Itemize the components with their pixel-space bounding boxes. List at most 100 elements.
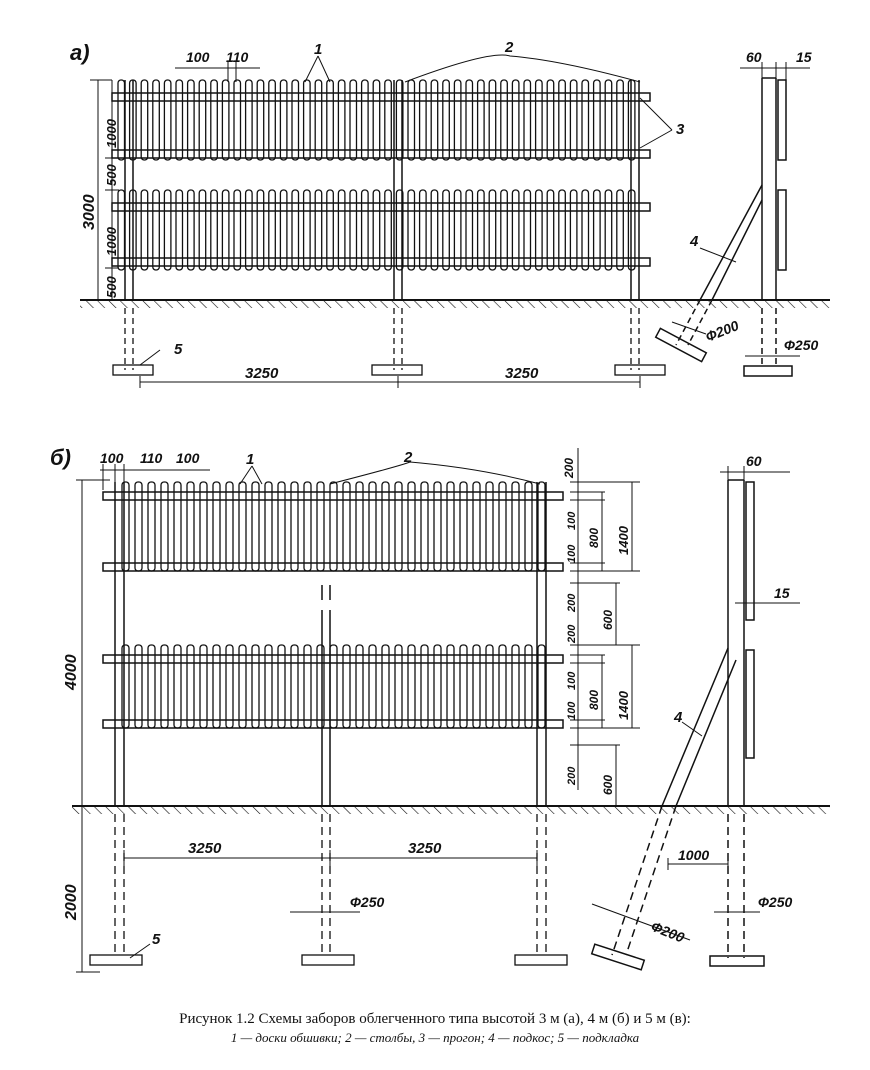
picket-board [407,644,416,729]
picket-board [186,481,195,572]
picket-board [244,189,253,271]
panel-a-dimensions [90,62,810,388]
picket-board [433,481,442,572]
picket-board [140,79,149,161]
b-dim-2000: 2000 [63,884,80,921]
picket-board [523,79,532,161]
b-dim-top-1: 100 [100,450,124,466]
picket-board [349,189,358,271]
picket-board [186,644,195,729]
a-dim-post-w: 60 [746,49,762,65]
picket-board [511,644,520,729]
picket-board [407,189,416,271]
panel-b-dimensions [76,448,800,973]
picket-board [420,481,429,572]
picket-board [290,481,299,572]
picket-board [488,189,497,271]
picket-board [442,189,450,271]
panel-a-boards [117,79,636,271]
b-span-2: 3250 [408,840,442,857]
panel-b-posts [114,482,547,806]
picket-board [384,79,392,161]
ground-hatch-b [72,806,830,814]
picket-board [534,189,543,271]
picket-board [500,189,508,271]
picket-board [212,644,221,729]
a-dim-top-2: 110 [226,49,249,65]
picket-board [355,644,364,729]
b-dim-1400-1: 1400 [616,525,631,555]
a-diam-post: Ф250 [784,337,819,353]
picket-board [418,79,427,161]
a-callout-3: 3 [676,121,685,138]
picket-board [472,644,481,729]
picket-board [407,79,416,161]
a-span-1: 3250 [245,365,279,382]
ground-hatch-a [80,300,830,308]
picket-board [381,481,390,572]
picket-board [210,79,218,161]
picket-board [342,644,351,729]
b-dim-top-2: 110 [140,450,163,466]
b-callout-5: 5 [152,931,161,948]
picket-board [175,79,184,161]
picket-board [384,189,392,271]
b-dim-post-w: 60 [746,453,762,469]
picket-board [394,481,403,572]
picket-board [279,189,288,271]
b-dim-600-bot: 600 [601,775,615,795]
panel-b-leaders [129,461,703,959]
picket-board [199,644,208,729]
b-dim-100-3: 100 [566,671,578,690]
picket-board [442,79,450,161]
picket-board [175,189,184,271]
picket-board [160,481,169,572]
picket-board [500,79,508,161]
picket-board [238,644,247,729]
a-dim-3000: 3000 [81,194,98,230]
picket-board [453,79,462,161]
b-dim-4000: 4000 [63,654,80,691]
picket-board [221,79,230,161]
picket-board [465,189,474,271]
picket-board [511,481,520,572]
picket-board [430,189,439,271]
picket-board [418,189,427,271]
picket-board [476,189,485,271]
a-callout-4: 4 [689,233,699,250]
picket-board [225,481,234,572]
b-dim-600-mid: 600 [601,610,615,630]
b-dim-board-t: 15 [774,585,790,601]
picket-board [244,79,253,161]
picket-board [381,644,390,729]
picket-board [160,644,169,729]
a-dim-500-b: 500 [104,276,119,298]
panel-b-footings [89,814,568,966]
picket-board [290,644,299,729]
b-dim-200-top: 200 [562,458,576,479]
picket-board [326,189,334,271]
picket-board [485,481,494,572]
picket-board [291,189,300,271]
b-dim-200-mid-2: 200 [566,624,578,644]
picket-board [537,481,546,572]
a-callout-1: 1 [314,41,322,58]
a-span-2: 3250 [505,365,539,382]
picket-board [186,189,195,271]
picket-board [277,481,286,572]
panel-a: а) [70,39,830,388]
b-dim-200-mid-1: 200 [566,593,578,613]
picket-board [152,79,160,161]
picket-board [268,189,276,271]
b-diam-post-right: Ф250 [758,894,793,910]
b-dim-200-bot: 200 [566,766,578,786]
b-dim-800-1: 800 [587,528,601,548]
picket-board [534,79,543,161]
picket-board [604,79,613,161]
b-dim-1400-2: 1400 [616,690,631,720]
panel-a-label: а) [70,40,90,65]
panel-a-footings [112,308,666,376]
b-diam-post-mid: Ф250 [350,894,385,910]
picket-board [140,189,149,271]
